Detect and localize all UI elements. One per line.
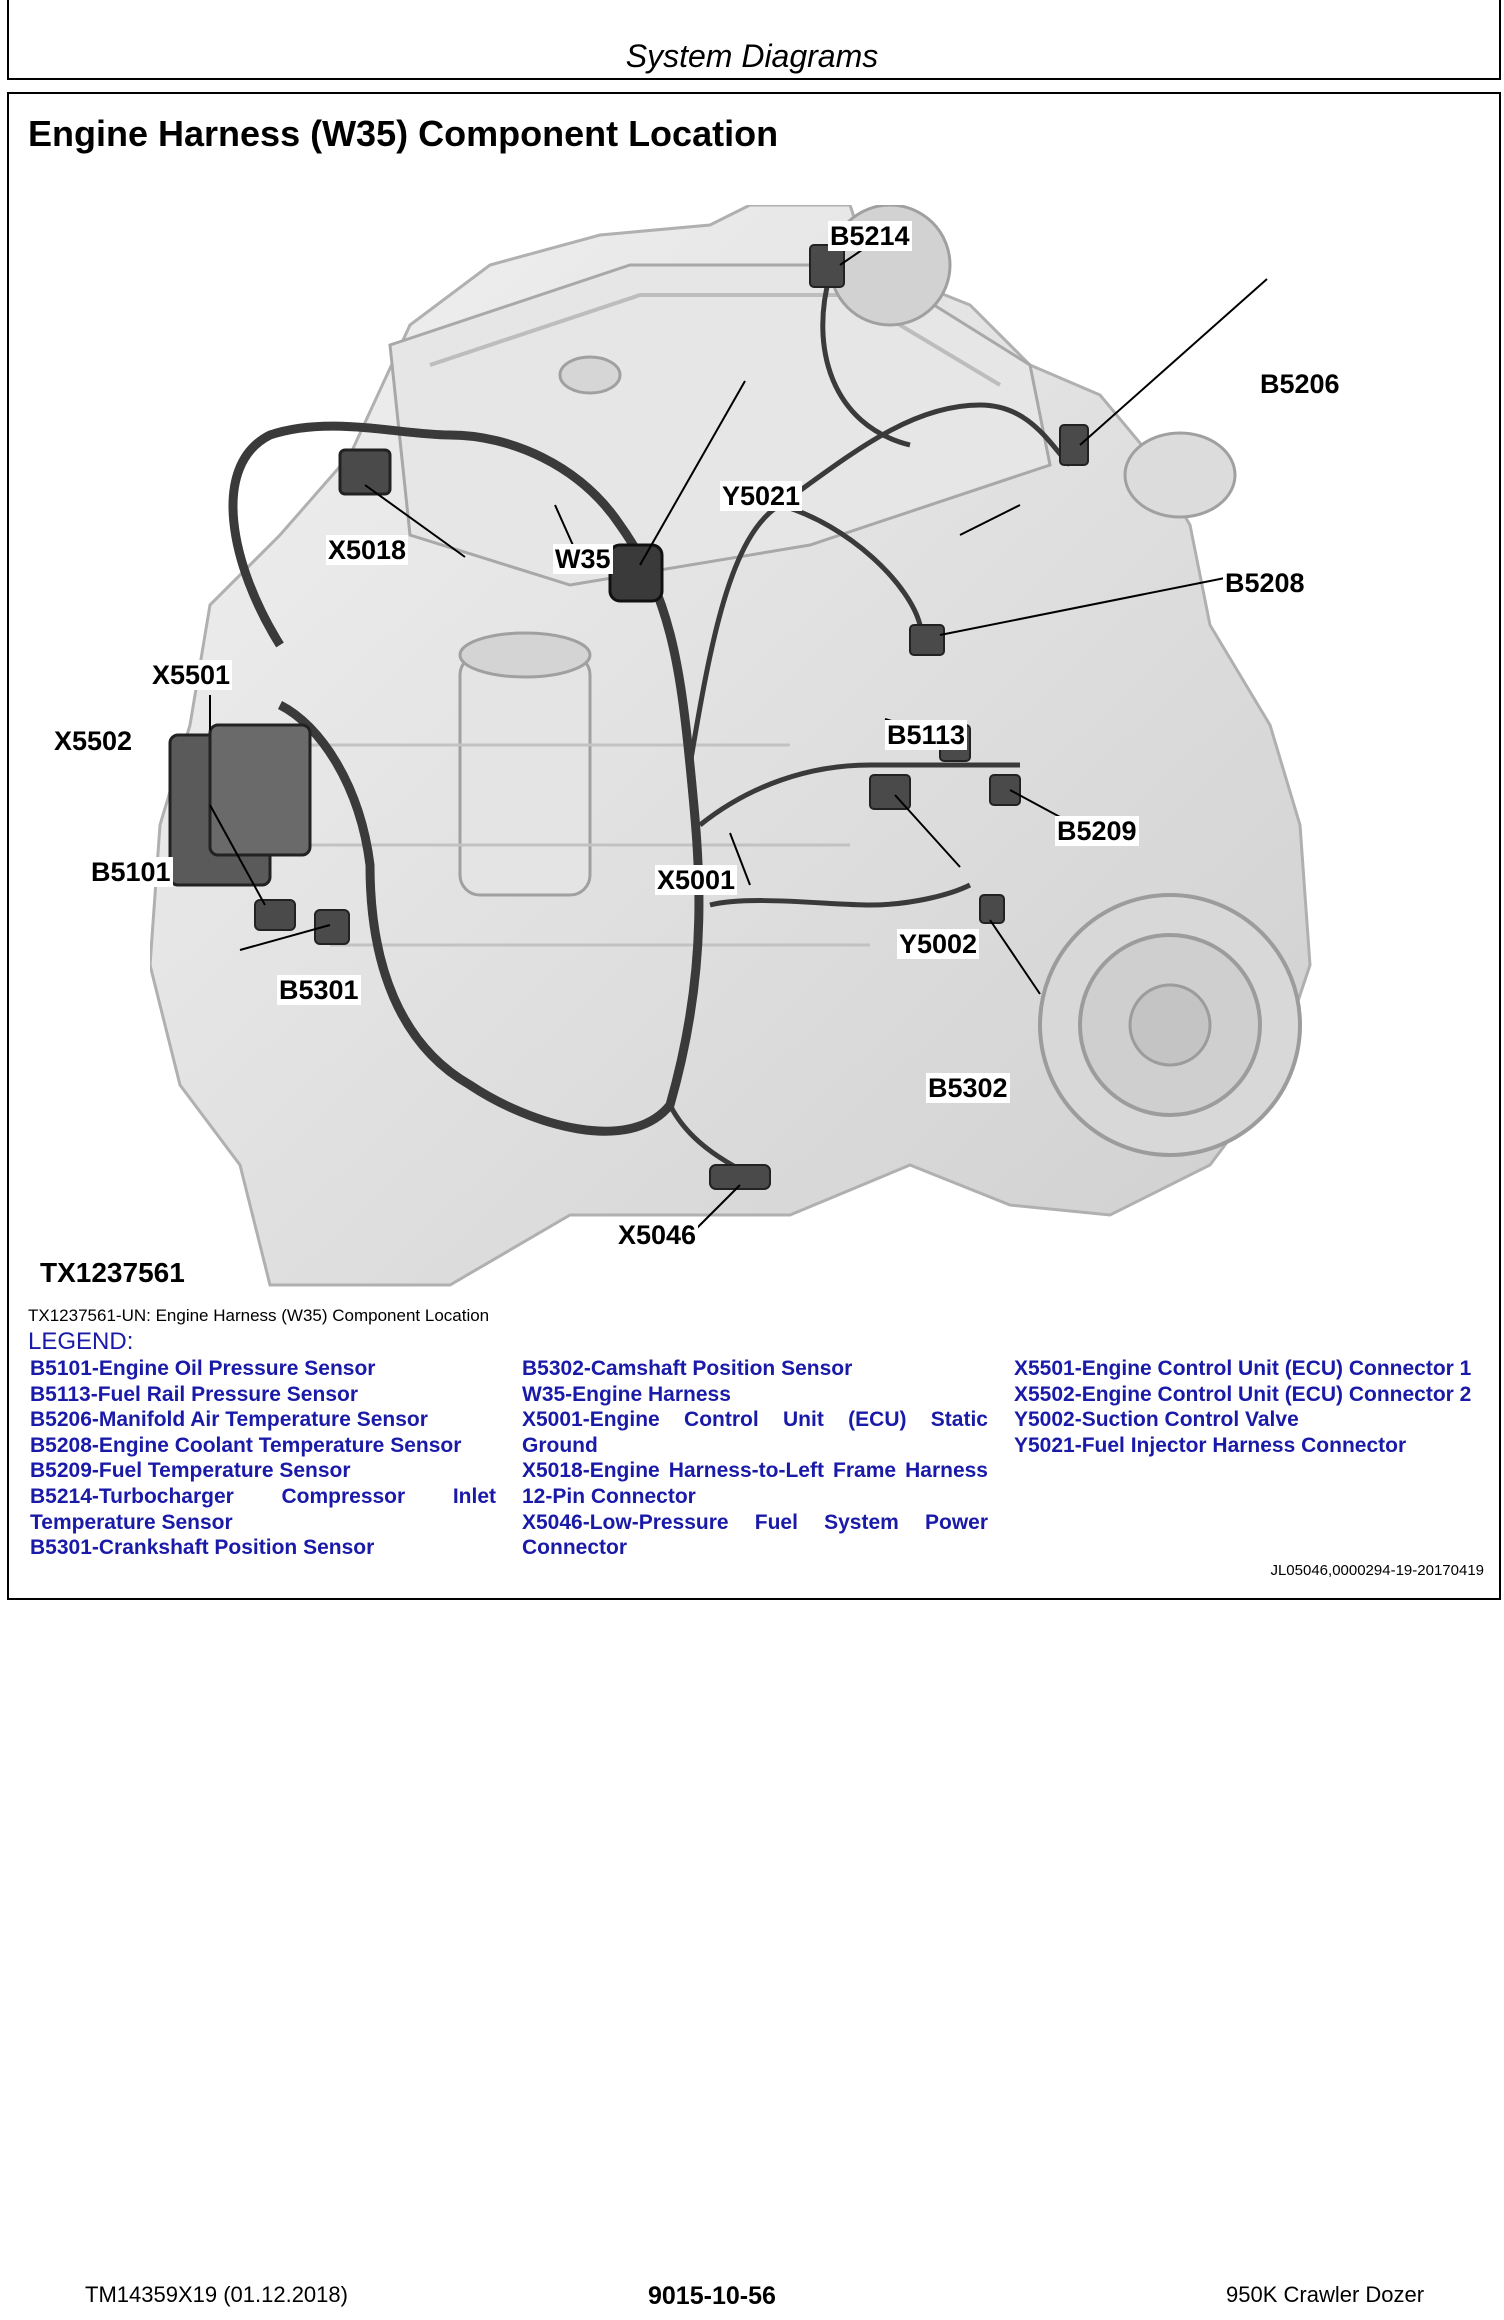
callout-B5113: B5113 (885, 720, 968, 750)
legend-item: X5046-Low-Pressure Fuel System Power Con… (522, 1510, 988, 1560)
legend-item: B5209-Fuel Temperature Sensor (30, 1459, 351, 1483)
header-title: System Diagrams (625, 38, 879, 74)
legend-item: B5214-Turbocharger Compressor Inlet Temp… (30, 1484, 496, 1534)
legend-item: Y5021-Fuel Injector Harness Connector (1014, 1433, 1407, 1457)
legend-column-1: B5101-Engine Oil Pressure Sensor B5113-F… (30, 1356, 496, 1561)
callout-X5001: X5001 (655, 865, 738, 895)
footer-machine-name: 950K Crawler Dozer (1226, 2282, 1425, 2307)
callout-X5046: X5046 (616, 1220, 699, 1250)
callout-W35: W35 (553, 544, 613, 574)
legend-item: B5301-Crankshaft Position Sensor (30, 1536, 375, 1560)
callout-B5214: B5214 (828, 221, 912, 251)
legend-item: X5502-Engine Control Unit (ECU) Connecto… (1014, 1382, 1472, 1406)
callout-Y5021: Y5021 (720, 481, 803, 511)
figure-caption: TX1237561-UN: Engine Harness (W35) Compo… (28, 1306, 490, 1325)
callout-B5302: B5302 (926, 1073, 1010, 1103)
legend-item: B5206-Manifold Air Temperature Sensor (30, 1408, 428, 1432)
callout-B5208: B5208 (1223, 568, 1307, 598)
header-frame (7, 0, 1501, 80)
callout-B5206: B5206 (1258, 369, 1342, 399)
callout-Y5002: Y5002 (897, 929, 980, 959)
callout-X5502: X5502 (52, 726, 135, 756)
document-reference: JL05046,0000294-19-20170419 (1270, 1562, 1484, 1579)
legend-item: X5001-Engine Control Unit (ECU) Static G… (522, 1408, 988, 1457)
engine-illustration (150, 205, 1312, 1287)
callout-X5501: X5501 (150, 660, 233, 690)
callout-B5209: B5209 (1055, 816, 1139, 846)
callout-X5018: X5018 (326, 535, 409, 565)
legend-item: B5101-Engine Oil Pressure Sensor (30, 1357, 376, 1380)
legend-item: B5208-Engine Coolant Temperature Sensor (30, 1433, 462, 1457)
legend-item: X5501-Engine Control Unit (ECU) Connecto… (1014, 1357, 1472, 1380)
footer-manual-id: TM14359X19 (01.12.2018) (85, 2282, 348, 2307)
content-frame (7, 92, 1501, 1600)
legend-column-2: B5302-Camshaft Position Sensor W35-Engin… (522, 1356, 988, 1561)
legend-item: B5113-Fuel Rail Pressure Sensor (30, 1382, 358, 1406)
footer-page-number: 9015-10-56 (648, 2282, 776, 2310)
legend-item: Y5002-Suction Control Valve (1014, 1408, 1299, 1432)
legend-heading: LEGEND: (28, 1328, 134, 1355)
section-title: Engine Harness (W35) Component Location (28, 113, 779, 154)
figure-id: TX1237561 (40, 1257, 185, 1288)
callout-B5101: B5101 (89, 857, 173, 887)
legend-item: W35-Engine Harness (522, 1382, 731, 1406)
legend-item: X5018-Engine Harness-to-Left Frame Harne… (522, 1459, 988, 1508)
callout-B5301: B5301 (277, 975, 361, 1005)
legend-column-3: X5501-Engine Control Unit (ECU) Connecto… (1014, 1356, 1480, 1458)
legend-item: B5302-Camshaft Position Sensor (522, 1357, 853, 1380)
